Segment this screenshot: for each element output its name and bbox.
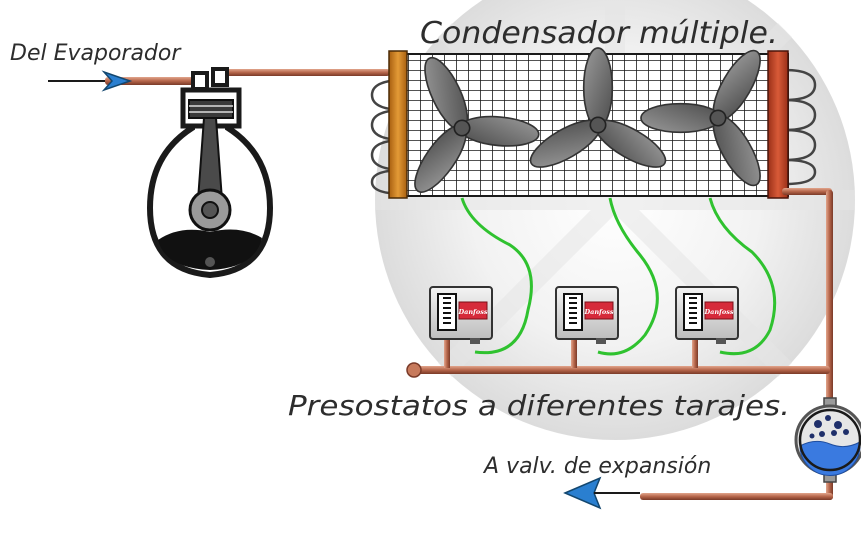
pressostat-brand-1: Danfoss — [457, 308, 487, 316]
condenser-outlet-header — [767, 50, 789, 199]
liquid-receiver — [794, 397, 861, 483]
pressostat-2: Danfoss — [555, 286, 619, 344]
oil-sump — [158, 229, 262, 270]
manifold-cap — [406, 362, 422, 378]
capillary-tubes — [460, 197, 777, 356]
suction-pipe — [105, 77, 200, 85]
suction-valve — [191, 71, 209, 91]
pressostats-caption: Presostatos a diferentes tarajes. — [288, 389, 790, 422]
pressostat-brand-2: Danfoss — [583, 308, 613, 316]
inlet-arrow-icon — [101, 70, 133, 92]
condenser — [361, 13, 822, 207]
pressostat-3: Danfoss — [675, 286, 739, 344]
condenser-title: Condensador múltiple. — [420, 16, 778, 51]
piston — [188, 99, 234, 119]
pressure-manifold — [406, 338, 830, 378]
pressostat-brand-3: Danfoss — [703, 308, 733, 316]
evaporator-inlet-label: Del Evaporador — [10, 41, 182, 66]
expansion-outlet-label: A valv. de expansión — [482, 454, 711, 479]
compressor — [146, 67, 274, 279]
discharge-pipe — [225, 69, 390, 76]
discharge-valve — [211, 67, 229, 87]
condenser-inlet-header — [388, 50, 408, 199]
pressostat-1: Danfoss — [429, 286, 493, 344]
suction-inlet — [48, 70, 200, 92]
